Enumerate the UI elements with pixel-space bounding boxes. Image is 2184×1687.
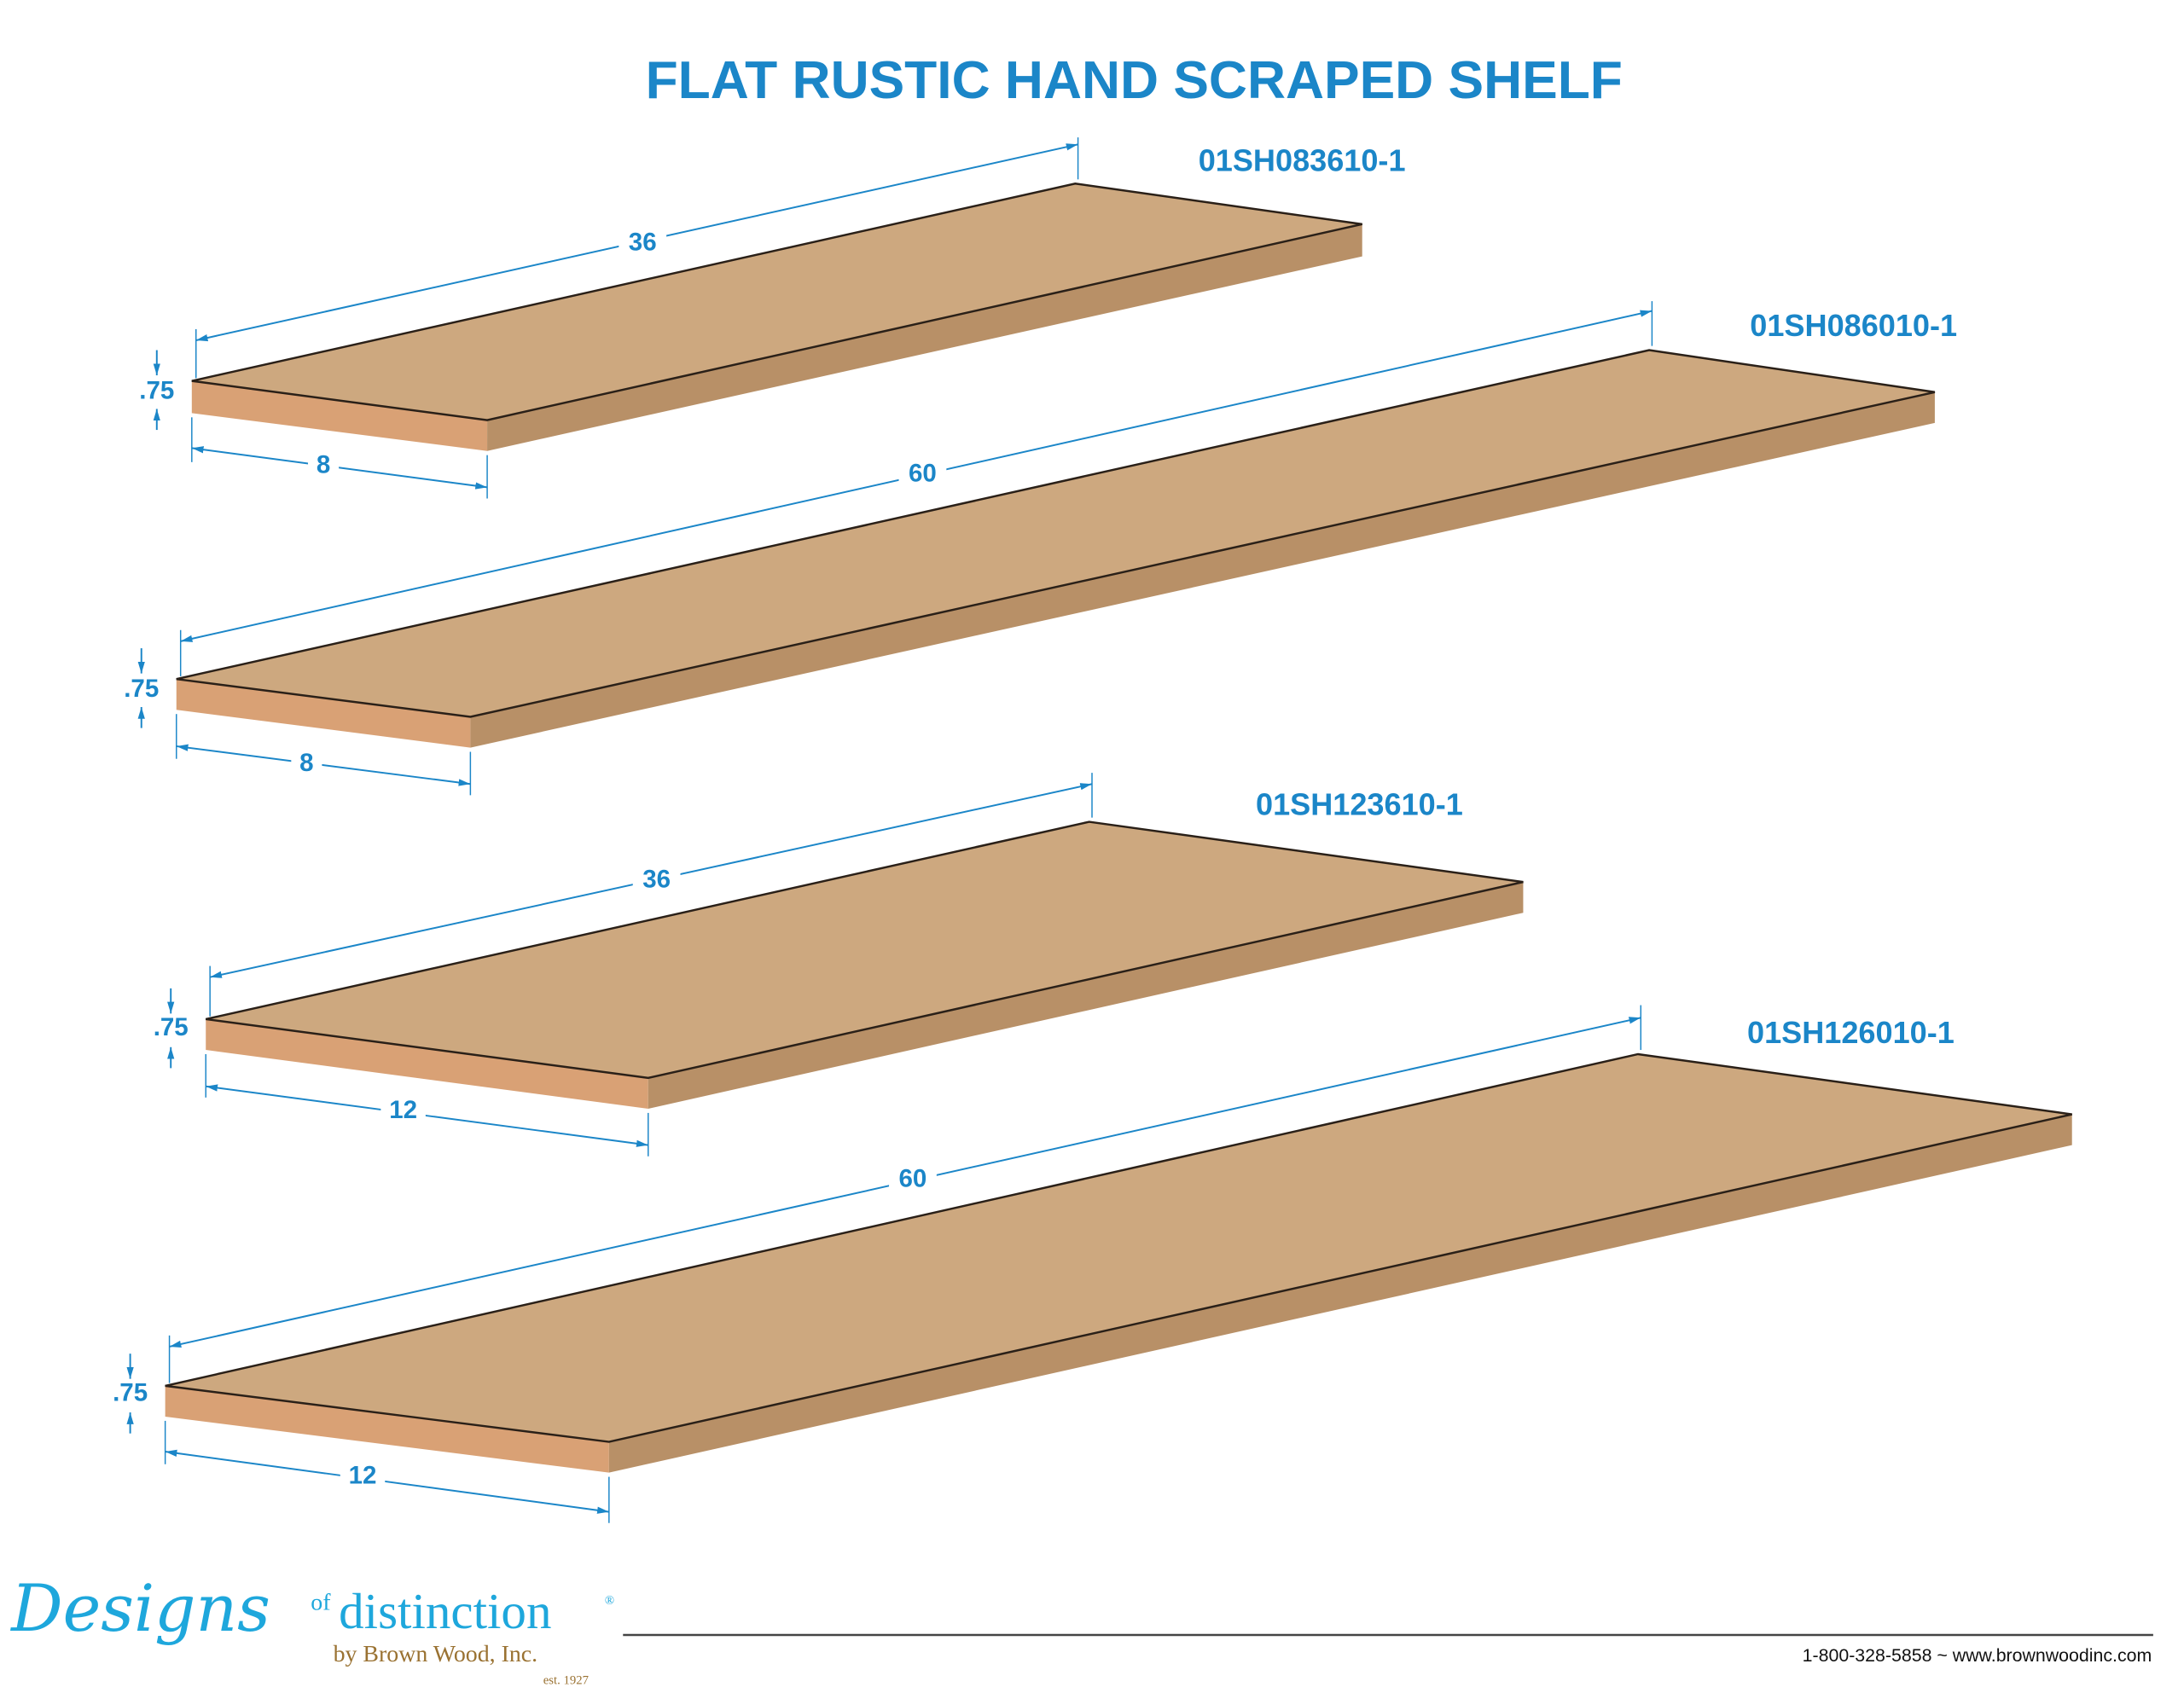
length-label: 60 xyxy=(899,1164,927,1192)
width-label: 12 xyxy=(349,1461,377,1489)
part-number: 01SH123610-1 xyxy=(1256,786,1463,821)
length-label: 60 xyxy=(909,459,937,487)
shelf-01SH123610-1: 36 12 .75 01SH123610-1 xyxy=(154,773,1524,1157)
logo-designs: Designs xyxy=(9,1571,270,1646)
logo-registered: ® xyxy=(605,1594,614,1608)
part-number: 01SH126010-1 xyxy=(1747,1015,1955,1050)
logo-by-brown-wood: by Brown Wood, Inc. xyxy=(334,1641,538,1667)
thickness-label: .75 xyxy=(124,675,159,703)
shelf-01SH083610-1: 36 8 .75 01SH083610-1 xyxy=(139,137,1406,499)
shelf-01SH126010-1: 60 12 .75 01SH126010-1 xyxy=(113,1005,2072,1523)
shelf-01SH086010-1: 60 8 .75 01SH086010-1 xyxy=(124,301,1957,796)
logo-of: of xyxy=(311,1589,331,1615)
thickness-label: .75 xyxy=(113,1379,148,1407)
logo-distinction: distinction xyxy=(339,1583,551,1639)
shelf-top-face xyxy=(165,1052,2072,1443)
thickness-label: .75 xyxy=(154,1013,189,1041)
part-number: 01SH086010-1 xyxy=(1750,308,1957,343)
thickness-label: .75 xyxy=(139,377,174,405)
brand-logo: Designs of distinction ® by Brown Wood, … xyxy=(9,1571,614,1687)
width-dimension-line xyxy=(165,1449,609,1514)
contact-info: 1-800-328-5858 ~ www.brownwoodinc.com xyxy=(1803,1645,2152,1666)
length-label: 36 xyxy=(629,229,657,257)
width-dimension-line xyxy=(191,446,488,490)
width-label: 8 xyxy=(317,451,330,479)
width-label: 8 xyxy=(299,749,313,777)
logo-est: est. 1927 xyxy=(543,1673,589,1687)
part-number: 01SH083610-1 xyxy=(1199,142,1406,177)
length-label: 36 xyxy=(642,865,671,893)
shelf-end-face xyxy=(176,679,471,748)
width-label: 12 xyxy=(389,1096,417,1124)
width-dimension-line xyxy=(176,744,471,786)
page-title: FLAT RUSTIC HAND SCRAPED SHELF xyxy=(646,51,1623,110)
